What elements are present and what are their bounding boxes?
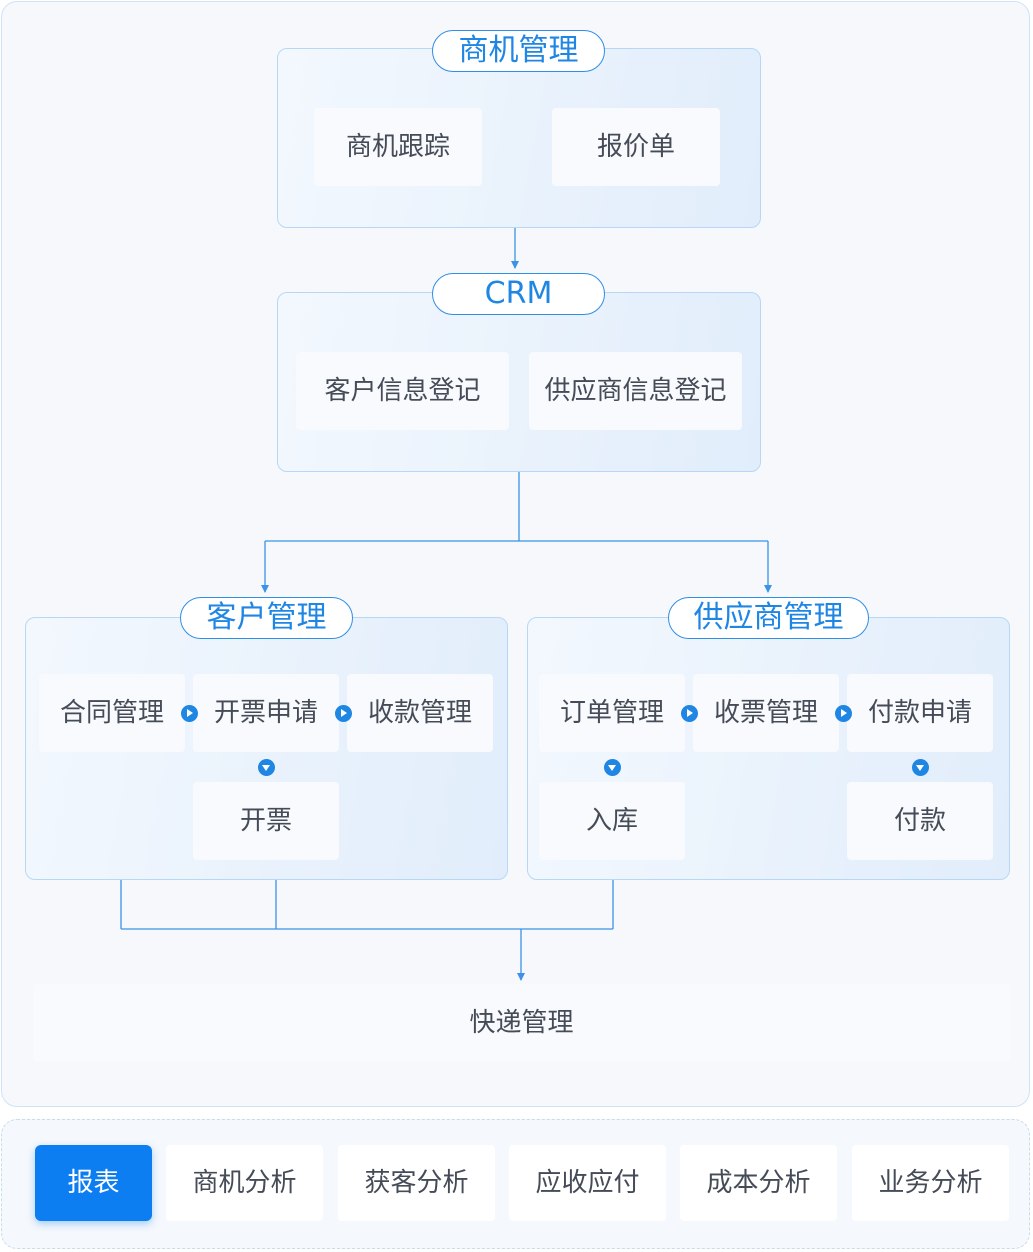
supplier-title: 供应商管理: [668, 597, 869, 639]
tab-report[interactable]: 报表: [35, 1145, 152, 1221]
flow-right-icon: [335, 705, 352, 722]
tab-acquisition-analysis[interactable]: 获客分析: [338, 1145, 495, 1221]
tab-business-analysis[interactable]: 业务分析: [852, 1145, 1009, 1221]
quote-card[interactable]: 报价单: [552, 108, 720, 186]
tab-opportunity-analysis[interactable]: 商机分析: [166, 1145, 323, 1221]
express-card[interactable]: 快递管理: [33, 984, 1010, 1062]
order-card[interactable]: 订单管理: [539, 674, 685, 752]
tab-receivable-payable[interactable]: 应收应付: [509, 1145, 666, 1221]
opportunity-tracking-card[interactable]: 商机跟踪: [314, 108, 482, 186]
flow-down-icon: [258, 759, 275, 776]
customer-title: 客户管理: [180, 597, 353, 639]
payment-apply-card[interactable]: 付款申请: [847, 674, 993, 752]
invoice-card[interactable]: 开票: [193, 782, 339, 860]
flow-down-icon: [912, 759, 929, 776]
supplier-info-card[interactable]: 供应商信息登记: [529, 352, 742, 430]
collection-card[interactable]: 收款管理: [347, 674, 493, 752]
contract-card[interactable]: 合同管理: [39, 674, 185, 752]
receipt-card[interactable]: 收票管理: [693, 674, 839, 752]
flow-down-icon: [604, 759, 621, 776]
flow-right-icon: [181, 705, 198, 722]
opportunity-title: 商机管理: [432, 30, 605, 72]
flow-right-icon: [681, 705, 698, 722]
payment-card[interactable]: 付款: [847, 782, 993, 860]
customer-info-card[interactable]: 客户信息登记: [296, 352, 509, 430]
invoice-apply-card[interactable]: 开票申请: [193, 674, 339, 752]
flow-right-icon: [835, 705, 852, 722]
stock-in-card[interactable]: 入库: [539, 782, 685, 860]
tab-cost-analysis[interactable]: 成本分析: [680, 1145, 837, 1221]
crm-title: CRM: [432, 273, 605, 315]
